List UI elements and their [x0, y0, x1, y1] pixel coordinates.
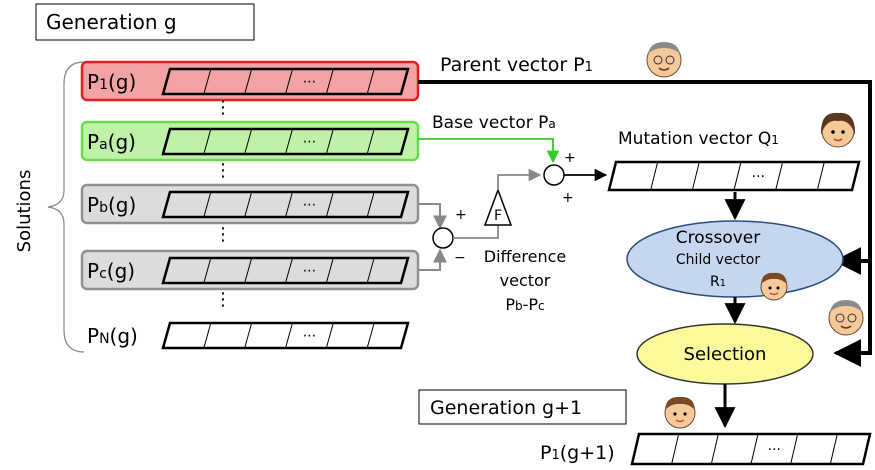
ellipsis-1: ⋮	[214, 97, 232, 118]
vector-dots: ···	[303, 75, 316, 91]
crossover-title: Crossover	[676, 228, 761, 248]
difference-formula: Pb-Pc	[505, 295, 544, 314]
vector-label: Pb(g)	[87, 193, 136, 217]
mutation-face-icon	[820, 112, 856, 148]
diff-minus: −	[454, 250, 466, 266]
next-generation-box: Generation g+1	[418, 389, 627, 425]
crossover-child-vector: R1	[710, 274, 726, 290]
base-vector-label: Base vector Pa	[432, 113, 556, 133]
sum-plus-top: +	[564, 150, 576, 166]
mutation-vector: ···	[607, 160, 861, 192]
vector-label: Pa(g)	[87, 130, 136, 154]
pc-row: Pc(g) ···	[80, 249, 420, 291]
selection-face-icon	[828, 300, 864, 336]
sum-plus-bottom: +	[562, 190, 574, 206]
parent-vector-label: Parent vector P1	[440, 54, 593, 76]
vector-dots: ···	[303, 329, 316, 345]
vector-dots: ···	[303, 198, 316, 214]
base-vector-line	[418, 138, 560, 164]
generation-box: Generation g	[35, 3, 255, 41]
output-vector-label: P1(g+1)	[540, 442, 615, 464]
solutions-label: Solutions	[14, 170, 35, 253]
vector-dots: ···	[752, 169, 765, 185]
vector-dots: ···	[303, 135, 316, 151]
difference-node	[432, 227, 454, 249]
vector-dots: ···	[768, 442, 781, 458]
parent-vector-path	[418, 80, 872, 367]
f-to-sum-line	[497, 168, 542, 190]
ellipsis-4: ⋮	[214, 289, 232, 310]
generation-label: Generation g	[46, 10, 177, 34]
vector-dots: ···	[303, 264, 316, 280]
next-generation-label: Generation g+1	[430, 397, 582, 419]
pn-row: PN(g) ···	[87, 321, 410, 350]
pb-line	[418, 203, 447, 230]
parent-face-icon	[646, 42, 682, 78]
output-face-icon	[664, 396, 696, 429]
difference-label-1: Difference	[484, 247, 566, 266]
difference-label-2: vector	[500, 271, 551, 290]
crossover-child-label: Child vector	[676, 252, 760, 268]
output-vector: P1(g+1) ···	[540, 432, 872, 466]
pc-line	[418, 248, 447, 271]
vector-label: PN(g)	[87, 324, 138, 348]
selection-label: Selection	[684, 344, 767, 365]
p1-row: P1(g) ···	[80, 60, 420, 102]
sum-node	[543, 164, 565, 186]
ellipsis-3: ⋮	[214, 224, 232, 245]
pa-row: Pa(g) ···	[80, 120, 420, 162]
scale-factor-triangle	[483, 187, 513, 226]
ellipsis-2: ⋮	[214, 160, 232, 181]
child-face-icon	[760, 272, 788, 301]
mutation-vector-label: Mutation vector Q1	[618, 129, 779, 149]
population-rows: P1(g) ··· Pa(g) ··· Pb(g) ··· Pc(g) ··· PN(g) ···	[80, 60, 420, 350]
scale-factor-label: F	[494, 208, 502, 224]
vector-label: P1(g)	[87, 70, 136, 94]
vector-label: Pc(g)	[87, 259, 135, 283]
diff-to-f-line	[453, 225, 499, 239]
pb-row: Pb(g) ···	[80, 183, 420, 225]
solutions-brace	[47, 61, 85, 353]
diff-plus: +	[455, 207, 467, 223]
